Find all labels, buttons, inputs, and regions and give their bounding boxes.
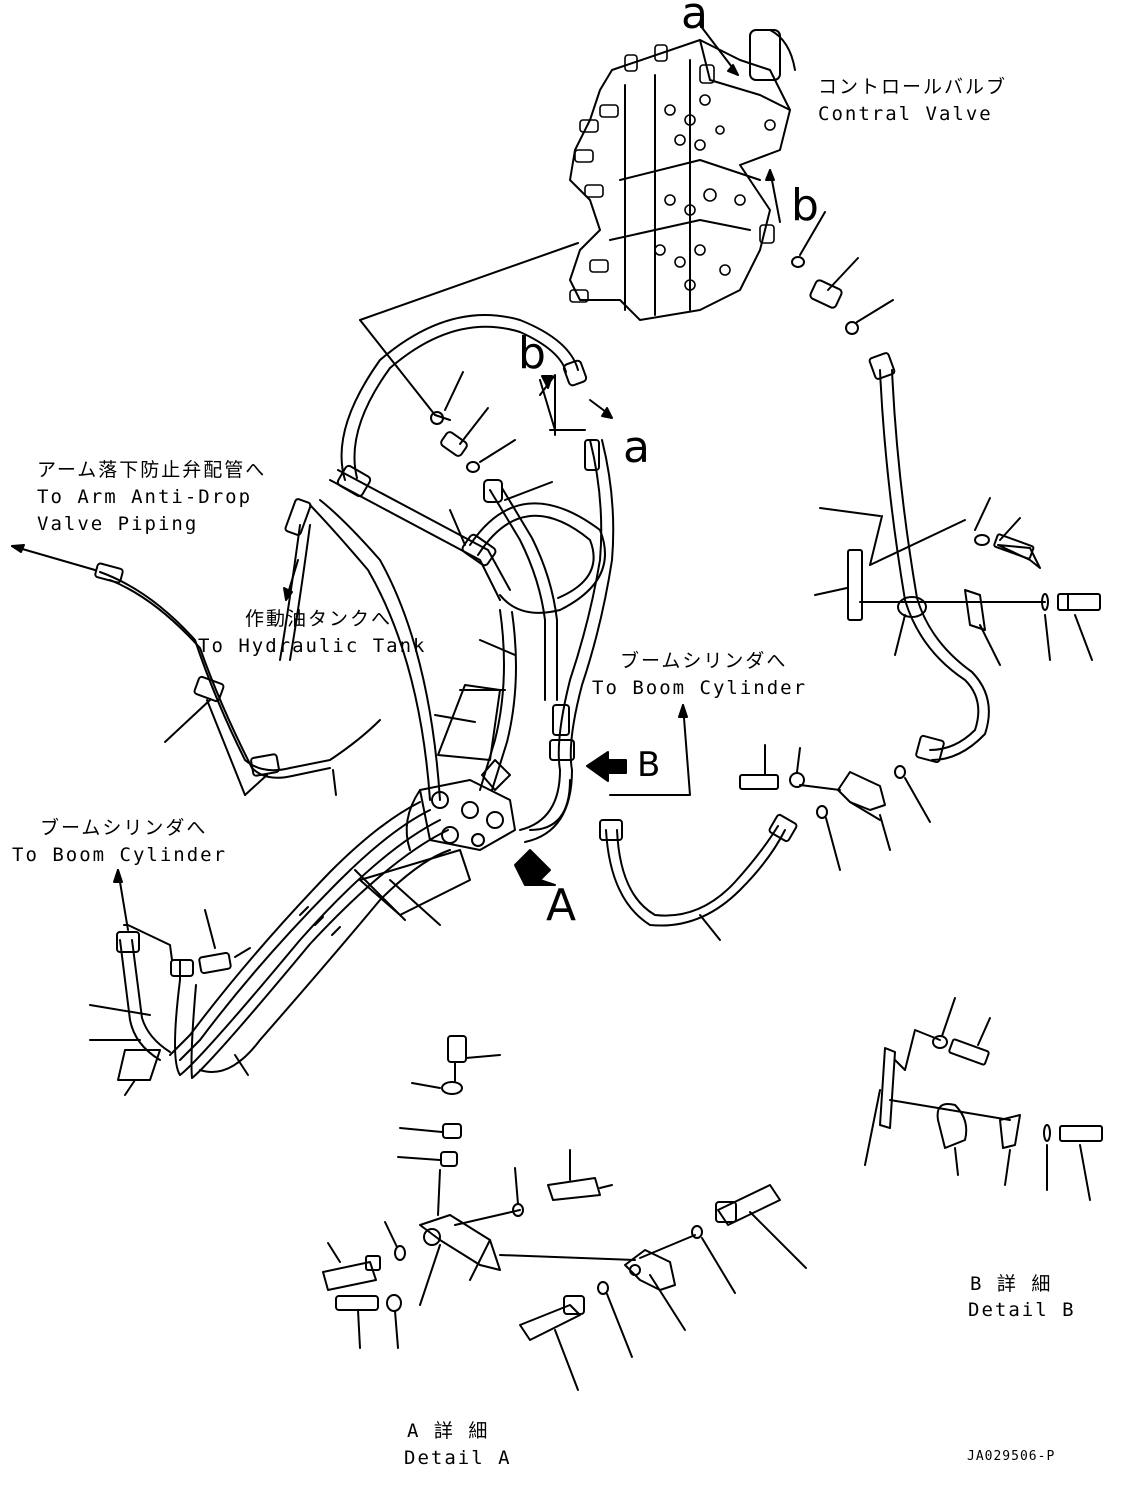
view-arrow-a (514, 849, 556, 886)
view-arrow-b (586, 751, 627, 782)
hose-block (405, 779, 516, 851)
main-bundle-leaders (359, 242, 613, 761)
boom-cylinder-hose-right (599, 704, 798, 941)
right-hose (814, 352, 1101, 764)
arm-anti-drop-label-en-1: To Arm Anti-Drop (37, 486, 253, 508)
view-marker-a: A (546, 880, 577, 931)
control-valve-label-jp: コントロールバルブ (818, 76, 1008, 98)
detail-b-label-en: Detail B (968, 1299, 1076, 1321)
marker-a-mid: a (623, 422, 650, 473)
hydraulic-tank-label-jp: 作動油タンクへ (245, 608, 393, 630)
control-valve (569, 29, 796, 321)
lower-hose-assembly (89, 801, 471, 1096)
marker-b-top: b (791, 180, 819, 231)
main-hose-bundle (309, 314, 615, 843)
marker-b-mid: b (518, 328, 546, 379)
detail-b-parts (864, 997, 1103, 1201)
detail-a-label-jp: A 詳 細 (407, 1420, 490, 1442)
detail-a-label-en: Detail A (404, 1447, 512, 1469)
detail-b-label-jp: B 詳 細 (970, 1273, 1053, 1295)
boom-cylinder-left-label-en: To Boom Cylinder (12, 844, 228, 866)
boom-cylinder-left-label-jp: ブームシリンダへ (40, 817, 208, 839)
boom-cylinder-right-label-jp: ブームシリンダへ (620, 650, 788, 672)
control-valve-leaders (699, 24, 894, 335)
clamp-group-b (739, 744, 931, 871)
marker-a-top: a (681, 0, 708, 39)
detail-a-parts (322, 1035, 807, 1391)
hydraulic-tank-label-en: To Hydraulic Tank (198, 635, 427, 657)
drawing-code: JA029506-P (967, 1449, 1056, 1464)
arm-anti-drop-label-jp: アーム落下防止弁配管へ (37, 459, 267, 481)
boom-cylinder-right-label-en: To Boom Cylinder (592, 677, 808, 699)
arm-anti-drop-label-en-2: Valve Piping (37, 513, 199, 535)
view-marker-b: B (637, 745, 661, 785)
control-valve-label-en: Contral Valve (818, 103, 993, 125)
arm-anti-drop-pipe (11, 498, 381, 796)
